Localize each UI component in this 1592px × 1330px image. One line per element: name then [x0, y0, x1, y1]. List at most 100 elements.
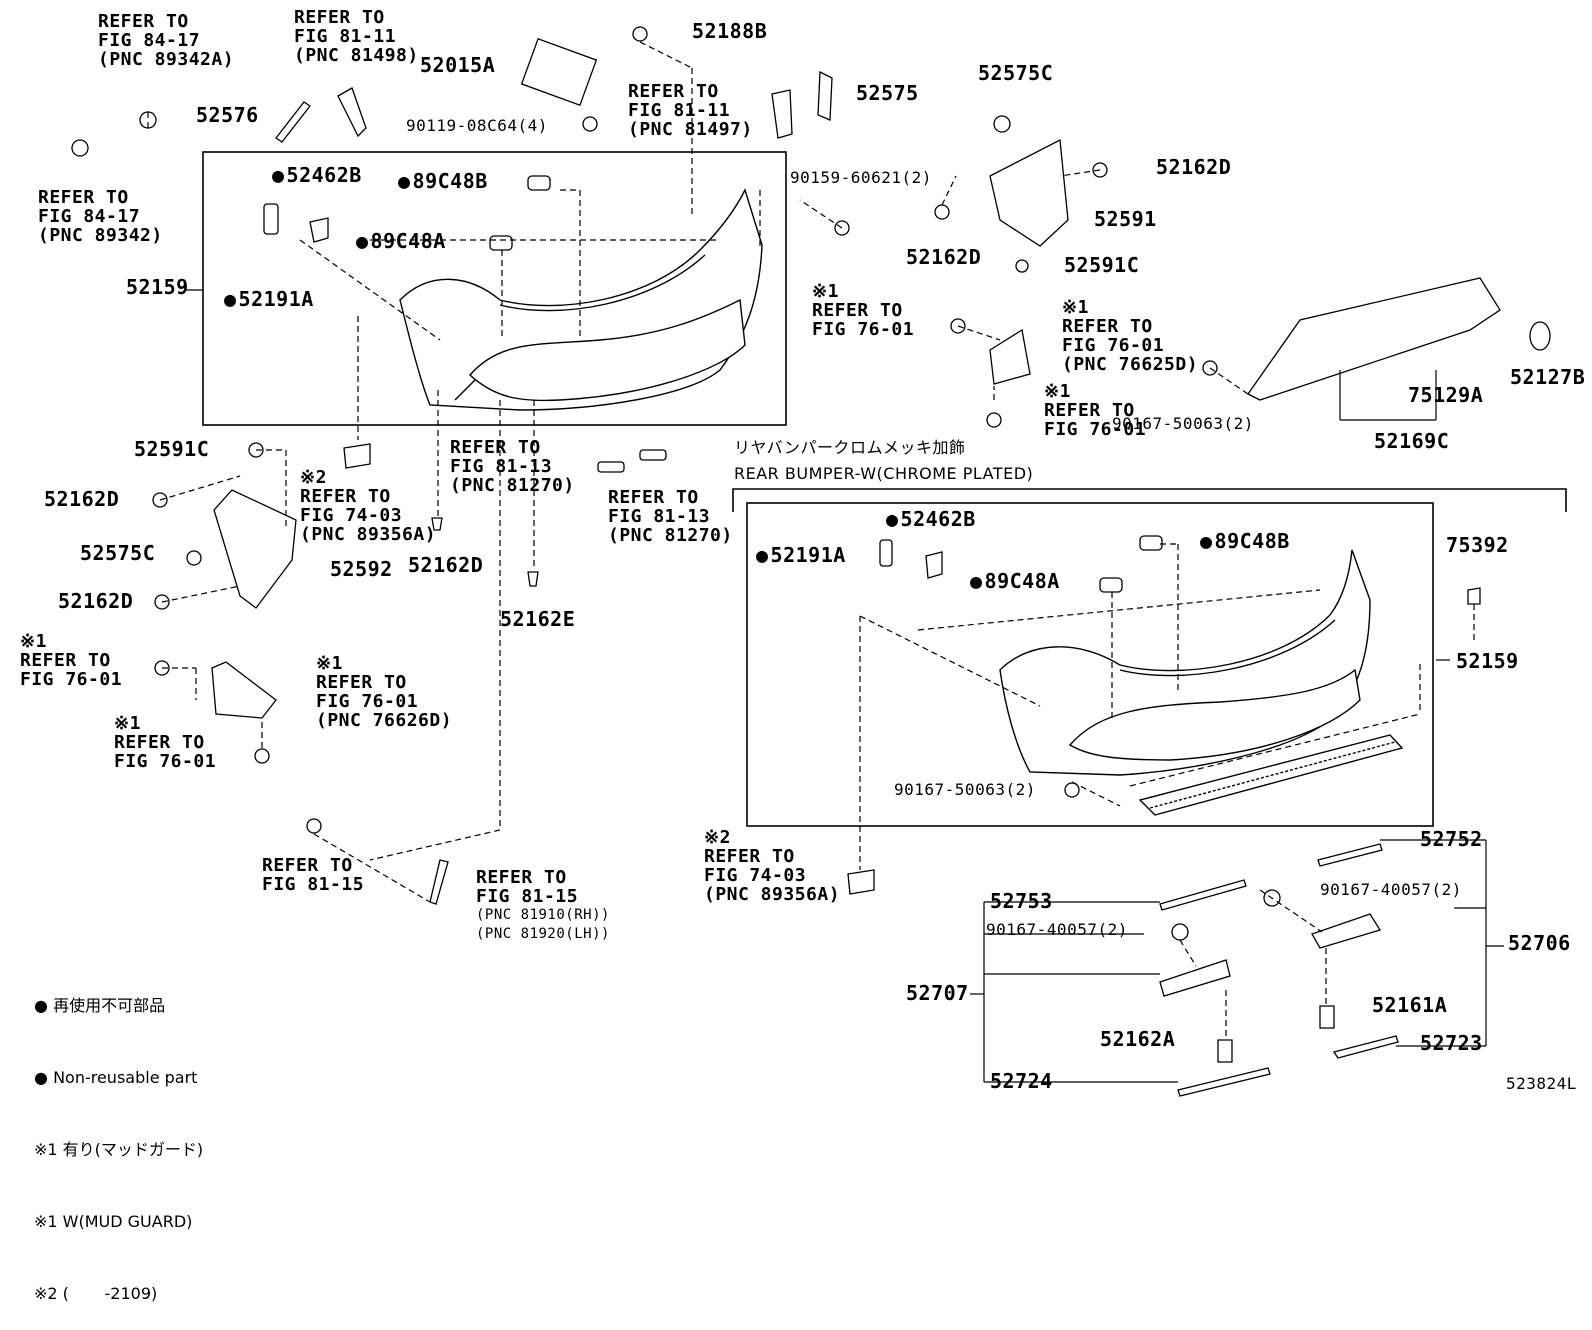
refer-fig-81-15-b: REFER TO FIG 81-15 — [476, 867, 579, 907]
refer-fig-76-01-pnc-76625d: ※1 REFER TO FIG 76-01 (PNC 76625D) — [1062, 297, 1199, 375]
bracket-81498 — [337, 87, 367, 138]
mudguard-rh — [989, 328, 1031, 385]
part-90167-50063-a: 90167-50063(2) — [1112, 414, 1254, 433]
spacer-52576 — [275, 101, 311, 143]
holder-52707 — [1159, 959, 1231, 997]
legend-bullet-1: ● — [34, 996, 48, 1015]
strip-52723 — [1332, 1035, 1399, 1059]
part-52162a: 52162A — [1100, 1027, 1176, 1051]
legend-item-2: Non-reusable part — [53, 1068, 198, 1087]
pad-52191A-a — [263, 203, 279, 235]
connector-81270-b — [639, 449, 667, 461]
pad-52462B-a — [309, 217, 329, 243]
bracket-52015A — [520, 38, 598, 106]
rear-bumper-cover-upper — [399, 188, 763, 411]
part-52162d-e: 52162D — [408, 553, 484, 577]
part-52015a: 52015A — [420, 53, 496, 77]
clip-52162A — [1217, 1039, 1233, 1063]
parts-diagram — [71, 26, 1567, 1097]
pad-52462B-b — [925, 551, 943, 579]
part-89c48b-a: 89C48B — [398, 171, 488, 191]
legend-bullet-2: ● — [34, 1068, 48, 1087]
screw-90167-40057-b — [1171, 923, 1189, 941]
bracket-81497 — [771, 89, 793, 139]
cap-52127B — [1529, 321, 1551, 351]
strip-52724 — [1177, 1067, 1271, 1097]
clip-52575C-a — [993, 115, 1011, 133]
refer-fig-74-03-a: ※2 REFER TO FIG 74-03 (PNC 89356A) — [300, 467, 437, 545]
part-52159-a: 52159 — [126, 275, 189, 299]
retainer-52591 — [989, 138, 1069, 247]
refer-fig-81-13-b: REFER TO FIG 81-13 (PNC 81270) — [608, 487, 733, 546]
part-52576: 52576 — [196, 103, 259, 127]
section-title-en: REAR BUMPER-W(CHROME PLATED) — [734, 464, 1034, 483]
clip-52591C-a — [1015, 259, 1029, 273]
legend-item-5: ※2 ( -2109) — [34, 1284, 158, 1303]
part-52753: 52753 — [990, 889, 1053, 913]
chrome-bumper-box — [746, 502, 1434, 827]
legend-item-3: ※1 有り(マッドガード) — [34, 1140, 204, 1159]
legend-item-4: ※1 W(MUD GUARD) — [34, 1212, 193, 1231]
sensor-89C48B-a — [527, 175, 551, 191]
clip-52161A — [1319, 1005, 1335, 1029]
part-52752: 52752 — [1420, 827, 1483, 851]
clip-76-01-d — [254, 748, 270, 764]
clip-52575C-b — [186, 550, 202, 566]
clip-52162D-e — [431, 517, 443, 531]
clip-52162E — [527, 571, 539, 587]
rear-bumper-cover-chrome — [999, 549, 1371, 776]
chrome-section-bracket — [732, 488, 1567, 512]
clip-52188B — [632, 26, 648, 42]
part-52162e: 52162E — [500, 607, 576, 631]
part-90159-60621: 90159-60621(2) — [790, 168, 932, 187]
pad-89356A-a — [343, 443, 371, 469]
clip-75392 — [1467, 587, 1481, 605]
part-52592: 52592 — [330, 557, 393, 581]
part-52706: 52706 — [1508, 931, 1571, 955]
sensor-89342 — [71, 139, 89, 157]
sensor-89C48A-a — [489, 235, 513, 251]
section-title-jp: リヤバンパークロムメッキ加飾 — [734, 438, 966, 457]
part-52462b-b: 52462B — [886, 509, 976, 529]
refer-fig-81-13-a: REFER TO FIG 81-13 (PNC 81270) — [450, 437, 575, 496]
refer-fig-81-15-a: REFER TO FIG 81-15 — [262, 855, 365, 895]
part-52161a: 52161A — [1372, 993, 1448, 1017]
bracket-52752 — [1317, 843, 1383, 867]
part-90167-50063-b: 90167-50063(2) — [894, 780, 1036, 799]
legend-item-1: 再使用不可部品 — [53, 996, 166, 1015]
cover-52169C — [1247, 277, 1501, 401]
refer-fig-84-17-pnc-89342: REFER TO FIG 84-17 (PNC 89342) — [38, 187, 163, 246]
part-52591c-a: 52591C — [1064, 253, 1140, 277]
holder-52706 — [1311, 913, 1382, 949]
sensor-89C48A-b — [1099, 577, 1123, 593]
part-52188b: 52188B — [692, 19, 768, 43]
part-52575: 52575 — [856, 81, 919, 105]
screw-90167-b — [1064, 782, 1080, 798]
refer-fig-81-11-pnc-81497: REFER TO FIG 81-11 (PNC 81497) — [628, 81, 753, 140]
refer-fig-76-01-pnc-76626d: ※1 REFER TO FIG 76-01 (PNC 76626D) — [316, 653, 453, 731]
refer-fig-74-03-b: ※2 REFER TO FIG 74-03 (PNC 89356A) — [704, 827, 841, 905]
part-52462b-a: 52462B — [272, 165, 362, 185]
refer-fig-84-17-pnc-89342a: REFER TO FIG 84-17 (PNC 89342A) — [98, 11, 235, 70]
part-52723: 52723 — [1420, 1031, 1483, 1055]
part-52191a-a: 52191A — [224, 289, 314, 309]
refer-fig-81-15-pnc: (PNC 81910(RH)) (PNC 81920(LH)) — [476, 907, 610, 942]
bracket-52753 — [1159, 879, 1247, 911]
connector-81270-a — [597, 461, 625, 473]
refer-fig-76-01-c: ※1 REFER TO FIG 76-01 — [20, 631, 123, 690]
refer-fig-76-01-b: ※1 REFER TO FIG 76-01 — [1044, 381, 1147, 440]
part-52159-b: 52159 — [1456, 649, 1519, 673]
pad-52191A-b — [879, 539, 893, 567]
clip-76-01-b — [986, 412, 1002, 428]
part-75392: 75392 — [1446, 533, 1509, 557]
part-52162d-b: 52162D — [1156, 155, 1232, 179]
part-52707: 52707 — [906, 981, 969, 1005]
part-52591c-b: 52591C — [134, 437, 210, 461]
retainer-52575 — [817, 70, 833, 121]
clip-81-15 — [306, 818, 322, 834]
reflector-81910 — [429, 859, 449, 905]
retainer-52592 — [213, 489, 297, 609]
legend: ● 再使用不可部品 ● Non-reusable part ※1 有り(マッドガ… — [34, 946, 203, 1330]
part-90167-40057-a: 90167-40057(2) — [1320, 880, 1462, 899]
part-75129a: 75129A — [1408, 383, 1484, 407]
